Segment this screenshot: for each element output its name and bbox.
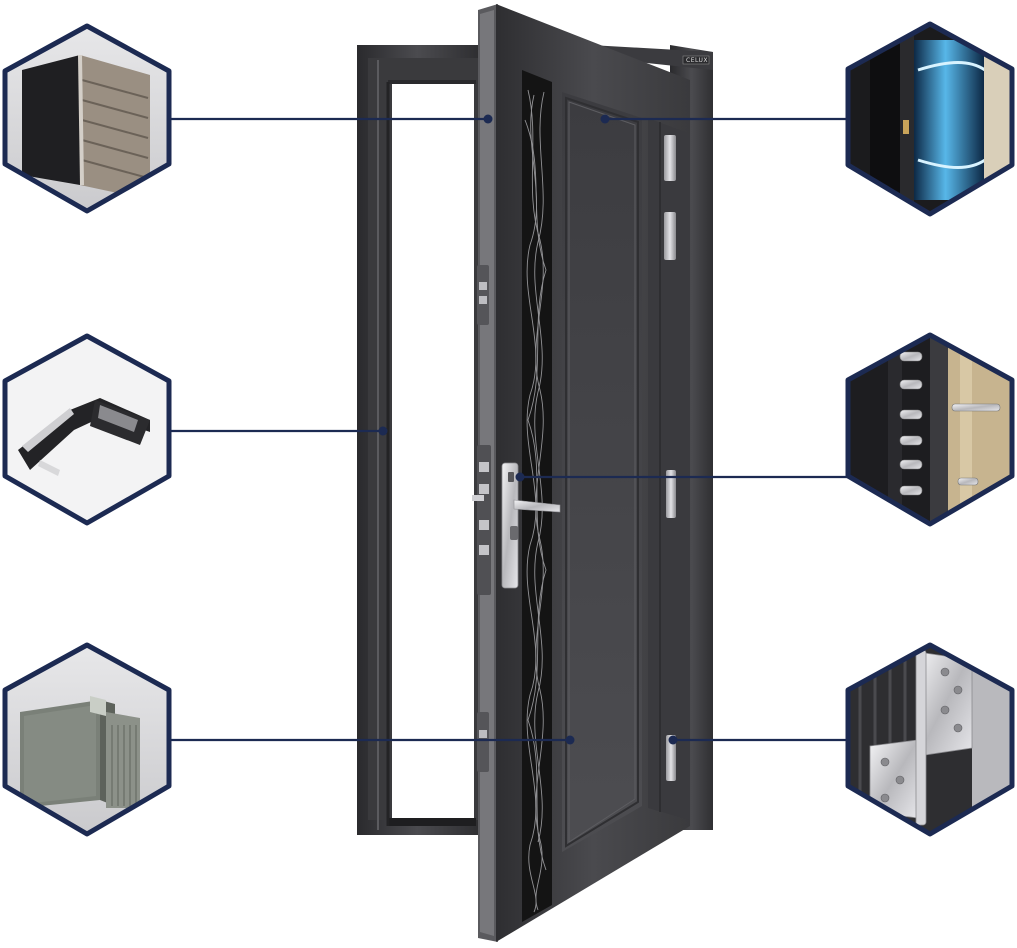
- frame-profile-section-icon: [2, 23, 172, 214]
- steel-hinge-icon: [845, 642, 1015, 837]
- door-leaf: [472, 4, 690, 942]
- raised-panel: [562, 92, 642, 852]
- callout-leaf-extrusion: [2, 642, 172, 837]
- door-frame: CELUX: [357, 45, 713, 835]
- connector-dot: [668, 735, 678, 745]
- glass-wave-pattern: [524, 89, 547, 913]
- callout-lock-bolts: [845, 332, 1015, 527]
- multipoint-lock-bolts-icon: [845, 332, 1015, 527]
- multipoint-lock-edge: [472, 265, 491, 772]
- door-handle: [501, 462, 561, 589]
- brand-plate: CELUX: [682, 55, 710, 65]
- connector-dot: [378, 426, 388, 436]
- callout-sealing-profile: [2, 333, 172, 526]
- connector-dot: [515, 472, 525, 482]
- hinge-upper: [664, 135, 676, 260]
- sealing-strip-profile-icon: [2, 333, 172, 526]
- thermal-insulation-core-icon: [845, 21, 1015, 217]
- door-leaf-extrusion-icon: [2, 642, 172, 837]
- connector-dots: [378, 114, 678, 745]
- connector-dot: [600, 114, 610, 124]
- connector-dot: [483, 114, 493, 124]
- hinge-middle: [666, 470, 676, 518]
- callout-frame-profile: [2, 23, 172, 214]
- connector-lines: [169, 117, 848, 742]
- connector-dot: [565, 735, 575, 745]
- hinge-lower: [666, 735, 676, 781]
- callout-hinge: [845, 642, 1015, 837]
- callout-insulation-core: [845, 21, 1015, 217]
- brand-plate-text: CELUX: [686, 57, 708, 64]
